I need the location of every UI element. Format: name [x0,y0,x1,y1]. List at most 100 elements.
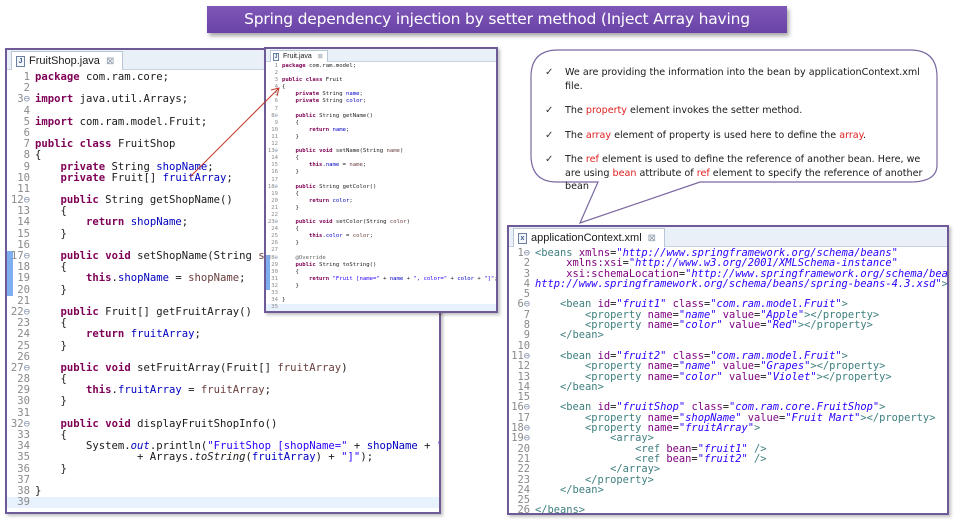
code-line[interactable]: 18⊖ <property name="fruitArray"> [509,422,947,435]
code-line[interactable]: 33 [266,290,496,297]
code-line[interactable]: 27⊖ public void setFruitArray(Fruit[] fr… [7,361,439,374]
fold-toggle-icon[interactable]: ⊖ [523,422,530,435]
code-line[interactable]: 27 [266,247,496,254]
code-line[interactable]: 14 </bean> [509,382,947,392]
code-line[interactable]: 15 [509,392,947,402]
code-line[interactable]: 17 [266,177,496,184]
code-line[interactable]: 21 <ref bean="fruit2" /> [509,454,947,465]
code-line[interactable]: 18⊖ public String getColor() [266,184,496,191]
code-line[interactable]: 22 </array> [509,464,947,474]
code-line[interactable]: 23 </property> [509,474,947,485]
code-line[interactable]: 28⊖ @Override [266,254,496,262]
code-line[interactable]: 20 } [7,284,439,296]
code-line[interactable]: 35 + Arrays.toString(fruitArray) + "]"); [7,452,439,463]
code-line[interactable]: 1⊖<beans xmlns="http://www.springframewo… [509,248,947,259]
fold-toggle-icon[interactable]: ⊖ [523,432,530,445]
code-line[interactable]: 10 return name; [266,127,496,134]
code-line[interactable]: 30 { [266,268,496,276]
code-line[interactable]: 26 } [266,240,496,247]
code-line[interactable]: 25 } [7,340,439,352]
code-line[interactable]: 9 { [266,120,496,127]
code-line[interactable]: 5 [509,289,947,299]
code-line[interactable]: 24 </bean> [509,485,947,495]
code-line[interactable]: 8 <property name="color" value="Red"></p… [509,320,947,331]
code-line[interactable]: 12 [266,141,496,148]
close-icon[interactable]: ⊠ [647,232,657,244]
code-line[interactable]: 8⊖ public String getName() [266,113,496,120]
tab-fruit-java[interactable]: J Fruit.java ⊠ [270,50,328,62]
code-line[interactable]: 12⊖ public String getShopName() [7,194,439,206]
code-line[interactable]: 13⊖ public void setName(String name) [266,148,496,155]
code-line[interactable]: 29 public String toString() [266,261,496,269]
tab-fruitshop-java[interactable]: J FruitShop.java ⊠ [11,51,124,70]
code-line[interactable]: 25 [509,495,947,505]
fold-toggle-icon[interactable]: ⊖ [23,93,30,106]
code-area[interactable]: 1⊖<beans xmlns="http://www.springframewo… [509,247,947,513]
code-line[interactable]: 31 [7,407,439,419]
code-line[interactable]: 7 [266,106,496,113]
code-line[interactable]: 11⊖ <bean id="fruit2" class="com.ram.mod… [509,349,947,362]
code-line[interactable]: 30 } [7,396,439,407]
code-line[interactable]: 12 <property name="name" value="Grapes">… [509,361,947,372]
code-line[interactable]: 13 <property name="color" value="Violet"… [509,371,947,382]
fold-toggle-icon[interactable]: ⊖ [23,361,30,374]
code-line[interactable]: 10 [509,340,947,351]
code-line[interactable]: 34 System.out.println("FruitShop [shopNa… [7,440,439,452]
fold-toggle-icon[interactable]: ⊖ [274,112,278,119]
fold-toggle-icon[interactable]: ⊖ [523,298,530,311]
code-line[interactable]: 19 this.shopName = shopName; [7,273,439,285]
code-line[interactable]: 6 [7,127,439,139]
code-line[interactable]: 35 [266,304,496,311]
code-line[interactable]: 24 return fruitArray; [7,329,439,340]
close-icon[interactable]: ⊠ [105,55,115,67]
code-line[interactable]: 14 return shopName; [7,217,439,228]
code-line[interactable]: 5 private String name; [266,91,496,98]
code-line[interactable]: 16 } [266,169,496,176]
code-line[interactable]: 37 [7,474,439,486]
code-line[interactable]: 19 { [266,191,496,198]
code-line[interactable]: 10 private Fruit[] fruitArray; [7,172,439,184]
code-line[interactable]: 20 <ref bean="fruit1" /> [509,443,947,454]
code-line[interactable]: 16⊖ <bean id="fruitShop" class="com.ram.… [509,401,947,414]
code-line[interactable]: 25 this.color = color; [266,233,496,240]
code-line[interactable]: 6⊖ <bean id="fruit1" class="com.ram.mode… [509,298,947,311]
code-line[interactable]: 31 return "Fruit [name=" + name + ", col… [266,275,496,283]
code-line[interactable]: 4{ [266,84,496,91]
code-line[interactable]: 19⊖ <array> [509,433,947,443]
code-line[interactable]: 23⊖ public void setColor(String color) [266,219,496,226]
code-line[interactable]: 9 </bean> [509,330,947,340]
close-icon[interactable]: ⊠ [317,54,323,60]
code-line[interactable]: 3 xsi:schemaLocation="http://www.springf… [509,268,947,279]
code-line[interactable]: 13 { [7,206,439,217]
fold-toggle-icon[interactable]: ⊖ [523,401,530,414]
code-line[interactable]: 2 [7,83,439,94]
code-line[interactable]: 2 [266,70,496,77]
code-line[interactable]: 22 [266,212,496,219]
fold-toggle-icon[interactable]: ⊖ [23,305,30,318]
code-line[interactable]: 4 [7,105,439,117]
fold-toggle-icon[interactable]: ⊖ [523,349,530,362]
fold-toggle-icon[interactable]: ⊖ [23,250,30,262]
fold-toggle-icon[interactable]: ⊖ [274,254,278,261]
code-line[interactable]: 2 xmlns:xsi="http://www.w3.org/2001/XMLS… [509,258,947,269]
code-line[interactable]: 15 } [7,228,439,240]
code-line[interactable]: 16 [7,239,439,251]
code-line[interactable]: 3⊖import java.util.Arrays; [7,94,439,105]
code-line[interactable]: 14 { [266,155,496,162]
code-line[interactable]: 23 { [7,317,439,329]
code-line[interactable]: 32 } [266,282,496,290]
fold-toggle-icon[interactable]: ⊖ [274,148,278,155]
fold-toggle-icon[interactable]: ⊖ [274,183,278,190]
code-line[interactable]: 32⊖ public void displayFruitShopInfo() [7,418,439,430]
code-line[interactable]: 36 } [7,463,439,475]
code-line[interactable]: 39 [7,497,439,509]
code-line[interactable]: 24 { [266,226,496,233]
code-line[interactable]: 38} [7,485,439,497]
code-line[interactable]: 6 private String color; [266,98,496,105]
tab-application-context-xml[interactable]: x applicationContext.xml ⊠ [513,228,666,247]
code-line[interactable]: 17 <property name="shopName" value="Frui… [509,412,947,423]
